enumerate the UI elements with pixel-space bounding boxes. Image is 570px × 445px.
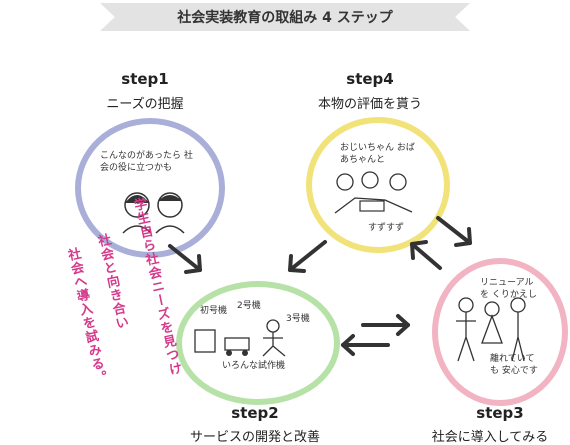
page-title: 社会実装教育の取組み 4 ステップ [177,10,393,26]
step2-note: いろんな試作機 [222,361,286,371]
step4-note2: すずすず [368,223,405,233]
step2-tag-3: 3号機 [286,314,310,324]
title-banner: 社会実装教育の取組み 4 ステップ [100,3,470,31]
prototypes-illustration [194,319,286,357]
elderly-illustration [334,171,413,214]
step3-title: 社会に導入してみる [431,430,549,445]
arrow-step3-to-step4 [410,242,442,270]
step2-tag-2: 2号機 [237,301,261,311]
family-illustration [456,297,526,362]
step1-note: こんなのがあったら 社会の役に立つかも [100,151,193,173]
step2-circle [176,281,340,405]
step3-circle [432,258,568,406]
step2-title: サービスの開発と改善 [189,430,320,445]
step3-label: step3 [476,404,524,422]
step4-label: step4 [346,70,394,88]
students-illustration [122,192,185,234]
step4-circle [306,117,450,253]
step1-label: step1 [121,70,169,88]
step3-note: リニューアルを くりかえし [480,278,537,300]
arrow-step4-to-step2 [288,240,327,272]
step4-note: おじいちゃん おばあちゃんと [340,143,415,165]
step1-title: ニーズの把握 [106,97,184,112]
step4-title: 本物の評価を貰う [317,97,422,112]
step1-circle [75,118,225,258]
step2-label: step2 [231,404,279,422]
arrow-step1-to-step2 [168,244,202,272]
step2-tag-1: 初号機 [200,306,228,316]
arrow-step4-to-step3 [436,216,472,245]
